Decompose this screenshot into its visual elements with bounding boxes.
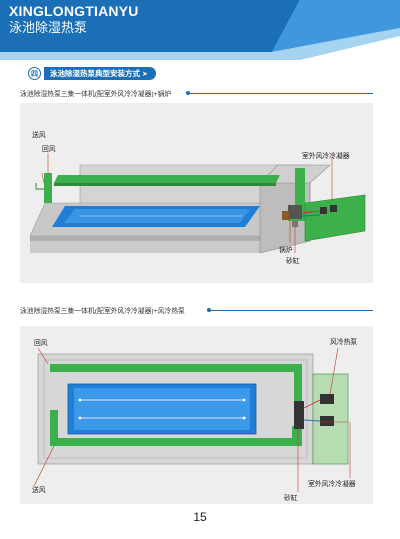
brand-chinese: 泳池除湿热泵 [9, 20, 88, 35]
sand-tank-label: 砂缸 [286, 258, 300, 265]
header-banner: XINGLONGTIANYU 泳池除湿热泵 [0, 0, 400, 64]
caption-leader-line [186, 93, 373, 94]
boiler-label: 锅炉 [279, 247, 293, 254]
figure2-caption: 泳池除湿热泵三集一体机(配室外风冷冷凝器)+风冷热泵 [20, 305, 185, 315]
figure1-illustration [20, 103, 373, 283]
section-title-bar: 泳池除湿热泵典型安装方式 ➤ [44, 67, 156, 80]
figure2-diagram: 回风 风冷热泵 室外风冷冷凝器 送风 砂缸 [20, 326, 373, 504]
section-number: 四 [28, 67, 41, 80]
figure2-caption-text: 泳池除湿热泵三集一体机(配室外风冷冷凝器)+风冷热泵 [20, 308, 185, 315]
outdoor-condenser-label: 室外风冷冷凝器 [302, 153, 350, 160]
header-background [0, 0, 400, 60]
brand-english: XINGLONGTIANYU [9, 3, 139, 19]
air-heat-pump-label: 风冷热泵 [330, 339, 358, 346]
brand-block: XINGLONGTIANYU 泳池除湿热泵 [9, 4, 139, 34]
figure1-diagram: 送风 回风 室外风冷冷凝器 锅炉 砂缸 [20, 103, 373, 283]
page-number: 15 [193, 510, 207, 524]
sand-tank-label: 砂缸 [284, 495, 298, 502]
figure1-caption: 泳池除湿热泵三集一体机(配室外风冷冷凝器)+锅炉 [20, 88, 171, 98]
supply-air-label: 送风 [32, 487, 46, 494]
caption-dot-icon [207, 308, 211, 312]
arrow-right-icon: ➤ [142, 70, 148, 78]
figure2-illustration [20, 326, 373, 504]
section-title: 泳池除湿热泵典型安装方式 [50, 69, 140, 78]
return-air-label: 回风 [42, 146, 56, 153]
section-heading: 四 泳池除湿热泵典型安装方式 ➤ [28, 67, 156, 80]
figure1-caption-text: 泳池除湿热泵三集一体机(配室外风冷冷凝器)+锅炉 [20, 91, 172, 98]
return-air-label: 回风 [34, 340, 48, 347]
supply-air-label: 送风 [32, 132, 46, 139]
outdoor-condenser-label: 室外风冷冷凝器 [308, 481, 356, 488]
caption-leader-line [207, 310, 373, 311]
caption-dot-icon [186, 91, 190, 95]
